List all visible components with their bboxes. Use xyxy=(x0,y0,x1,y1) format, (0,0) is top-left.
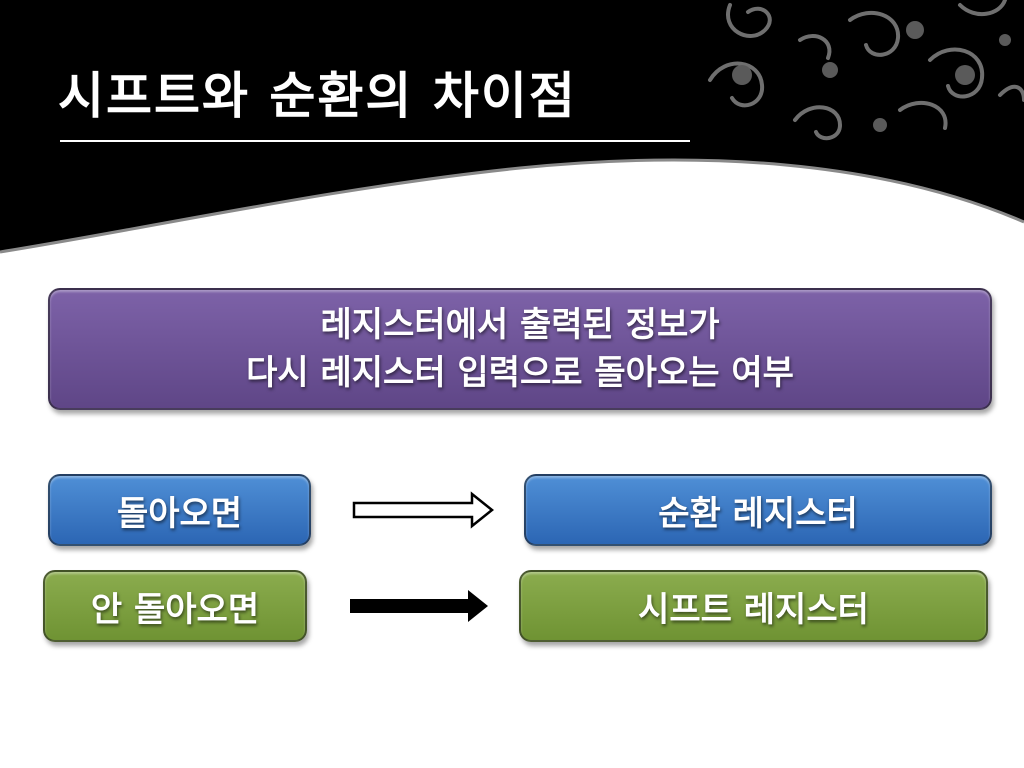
header-background xyxy=(0,0,1024,254)
circular-register-label: 순환 레지스터 xyxy=(658,493,858,534)
solid-arrow-icon xyxy=(350,590,488,622)
hollow-arrow-icon xyxy=(352,491,495,529)
returns-condition-box: 돌아오면 xyxy=(48,474,311,546)
definition-line-2: 다시 레지스터 입력으로 돌아오는 여부 xyxy=(246,353,794,393)
slide-title: 시프트와 순환의 차이점 xyxy=(58,67,577,125)
shift-register-label: 시프트 레지스터 xyxy=(638,589,869,630)
title-underline xyxy=(60,140,690,142)
not-returns-condition-box: 안 돌아오면 xyxy=(43,570,307,642)
swirl-ornament xyxy=(708,0,1024,141)
definition-box: 레지스터에서 출력된 정보가 다시 레지스터 입력으로 돌아오는 여부 xyxy=(48,288,992,410)
definition-line-1: 레지스터에서 출력된 정보가 xyxy=(320,305,720,345)
circular-register-box: 순환 레지스터 xyxy=(524,474,992,546)
shift-register-box: 시프트 레지스터 xyxy=(519,570,988,642)
returns-condition-label: 돌아오면 xyxy=(116,493,243,534)
not-returns-condition-label: 안 돌아오면 xyxy=(90,589,260,630)
